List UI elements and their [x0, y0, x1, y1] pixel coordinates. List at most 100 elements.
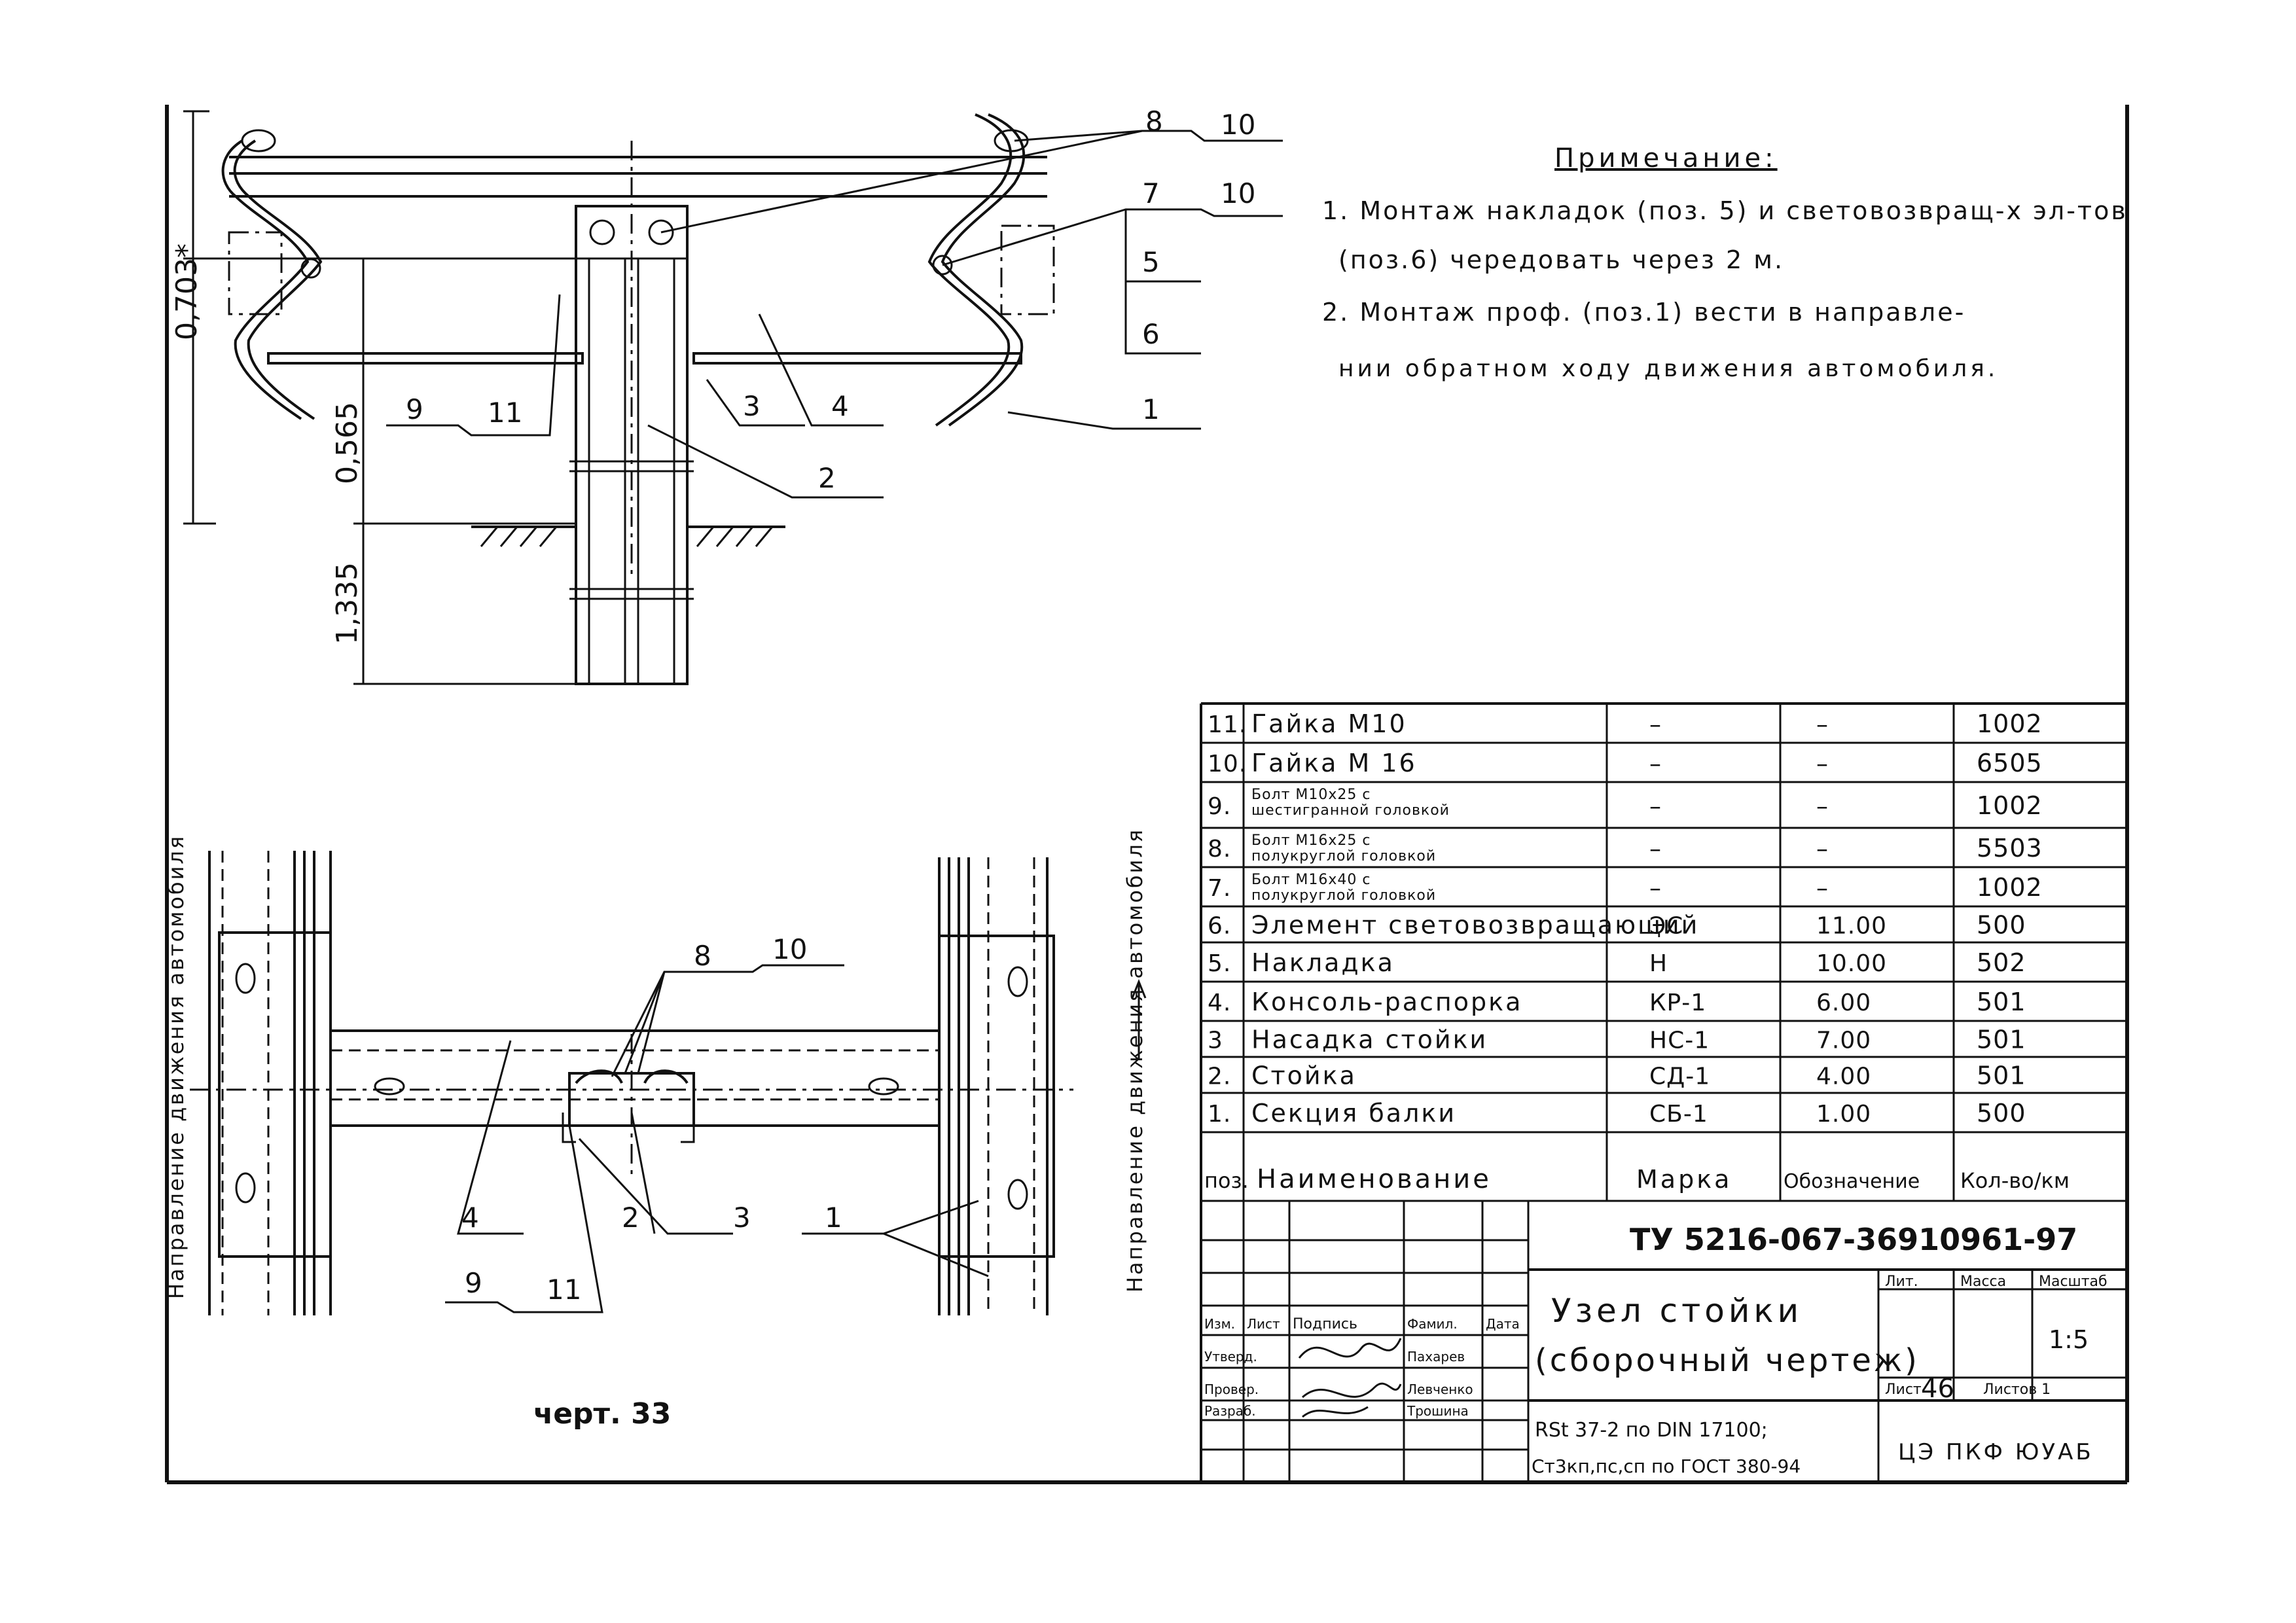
lit-label: Лит.	[1885, 1274, 1918, 1290]
cell-code: 11.00	[1816, 913, 1887, 940]
leader-upper-6: 6	[1142, 318, 1160, 350]
sheet-number: 46	[1921, 1374, 1954, 1404]
leader-lower-4: 4	[461, 1202, 479, 1234]
dim-0565: 0,565	[331, 402, 364, 484]
cell-mark: КР-1	[1649, 990, 1706, 1016]
cell-mark: СБ-1	[1649, 1101, 1708, 1128]
title-block: ТУ 5216-067-36910961-97 Узел стойки (сбо…	[1201, 1201, 2127, 1482]
sheets-count: Листов 1	[1983, 1382, 2051, 1398]
mass-label: Масса	[1960, 1274, 2006, 1290]
name-approved: Пахарев	[1407, 1349, 1465, 1364]
cell-code: 7.00	[1816, 1027, 1871, 1054]
dim-0703: 0,703*	[170, 243, 204, 340]
cell-qty: 1002	[1977, 791, 2043, 820]
title-line-2: (сборочный чертеж)	[1535, 1342, 1920, 1379]
notes-block: Примечание: 1. Монтаж накладок (поз. 5) …	[1322, 143, 2128, 382]
leader-upper-3: 3	[743, 390, 761, 422]
sheet-frame	[165, 105, 2129, 1484]
leader-upper-4: 4	[831, 390, 849, 422]
cell-mark: НС-1	[1649, 1027, 1710, 1054]
cell-pos: 10.	[1208, 751, 1247, 777]
cell-pos: 8.	[1208, 836, 1231, 863]
header-qty: Кол-во/км	[1960, 1168, 2070, 1193]
cell-mark: Н	[1649, 950, 1668, 977]
cell-qty: 501	[1977, 1061, 2026, 1090]
cell-name: Гайка М 16	[1251, 749, 1417, 777]
cell-name: Секция балки	[1251, 1099, 1456, 1128]
leader-lower-11: 11	[547, 1274, 581, 1306]
leader-upper-8: 8	[1145, 105, 1163, 137]
leader-upper-11: 11	[488, 397, 522, 429]
note-line-3: 2. Монтаж проф. (поз.1) вести в направле…	[1322, 298, 1965, 327]
leader-upper-10b: 10	[1221, 177, 1255, 209]
header-name: Наименование	[1257, 1164, 1492, 1194]
material-line-1: RSt 37-2 по DIN 17100;	[1535, 1419, 1768, 1442]
cell-code: 10.00	[1816, 950, 1887, 977]
cell-name: Накладка	[1251, 948, 1395, 977]
leader-upper-2: 2	[818, 462, 836, 494]
upper-view: 0,703* 0,565 1,335 8 10 7 10 5 6 1 9 11 …	[170, 105, 1283, 685]
scale-value: 1:5	[2049, 1325, 2089, 1354]
leader-lower-10: 10	[772, 933, 807, 965]
cell-pos: 1.	[1208, 1101, 1231, 1128]
cell-code: –	[1816, 793, 1829, 820]
cell-code: 6.00	[1816, 990, 1871, 1016]
cell-qty: 1002	[1977, 873, 2043, 902]
cell-name: Стойка	[1251, 1061, 1357, 1090]
cell-name: Консоль-распорка	[1251, 988, 1522, 1016]
note-line-2: (поз.6) чередовать через 2 м.	[1338, 245, 1784, 274]
organization: ЦЭ ПКФ ЮУАБ	[1898, 1439, 2094, 1465]
cell-qty: 1002	[1977, 709, 2043, 738]
notes-title: Примечание:	[1554, 143, 1778, 173]
leader-upper-5: 5	[1142, 246, 1160, 278]
sig-header-change: Изм.	[1204, 1316, 1235, 1332]
cell-code: –	[1816, 751, 1829, 777]
leader-upper-9: 9	[406, 393, 423, 425]
cell-pos: 7.	[1208, 875, 1231, 902]
role-approved: Утверд.	[1204, 1349, 1257, 1364]
cell-name: Гайка М10	[1251, 709, 1407, 738]
header-mark: Марка	[1636, 1165, 1732, 1194]
cell-qty: 501	[1977, 1026, 2026, 1054]
cell-mark: –	[1649, 711, 1662, 738]
leader-upper-1: 1	[1142, 393, 1160, 425]
cell-qty: 502	[1977, 948, 2026, 977]
drawing-caption: черт. 33	[533, 1397, 671, 1431]
cell-mark: ЭС	[1649, 913, 1683, 940]
cell-mark: –	[1649, 793, 1662, 820]
name-checked: Левченко	[1407, 1382, 1473, 1397]
cell-pos: 3	[1208, 1027, 1223, 1054]
note-line-4: нии обратном ходу движения автомобиля.	[1338, 355, 1998, 382]
name-developed: Трошина	[1407, 1403, 1469, 1419]
leader-upper-7: 7	[1142, 177, 1160, 209]
cell-code: –	[1816, 836, 1829, 863]
sig-header-name: Фамил.	[1407, 1316, 1458, 1332]
leader-lower-9: 9	[465, 1267, 482, 1299]
cell-qty: 500	[1977, 911, 2026, 940]
cell-qty: 501	[1977, 988, 2026, 1016]
leader-lower-8: 8	[694, 940, 711, 972]
cell-qty: 5503	[1977, 834, 2043, 863]
note-line-1: 1. Монтаж накладок (поз. 5) и световозвр…	[1322, 196, 2128, 225]
leader-upper-10a: 10	[1221, 109, 1255, 141]
cell-pos: 6.	[1208, 913, 1231, 940]
cell-mark: –	[1649, 875, 1662, 902]
leader-lower-2: 2	[622, 1202, 639, 1234]
cell-qty: 6505	[1977, 749, 2043, 777]
cell-name: Элемент световозвращающий	[1251, 911, 1699, 940]
leader-lower-1: 1	[825, 1202, 842, 1234]
sig-header-signature: Подпись	[1293, 1316, 1357, 1332]
material-line-2: Ст3кп,пс,сп по ГОСТ 380-94	[1532, 1455, 1801, 1477]
cell-mark: СД-1	[1649, 1063, 1710, 1090]
cell-pos: 2.	[1208, 1063, 1231, 1090]
lower-view: 8 10 4 2 3 1 9 11 Направление движения а…	[164, 828, 1147, 1431]
cell-pos: 9.	[1208, 793, 1231, 820]
role-developed: Разраб.	[1204, 1403, 1256, 1419]
title-line-1: Узел стойки	[1551, 1292, 1803, 1330]
cell-code: –	[1816, 875, 1829, 902]
